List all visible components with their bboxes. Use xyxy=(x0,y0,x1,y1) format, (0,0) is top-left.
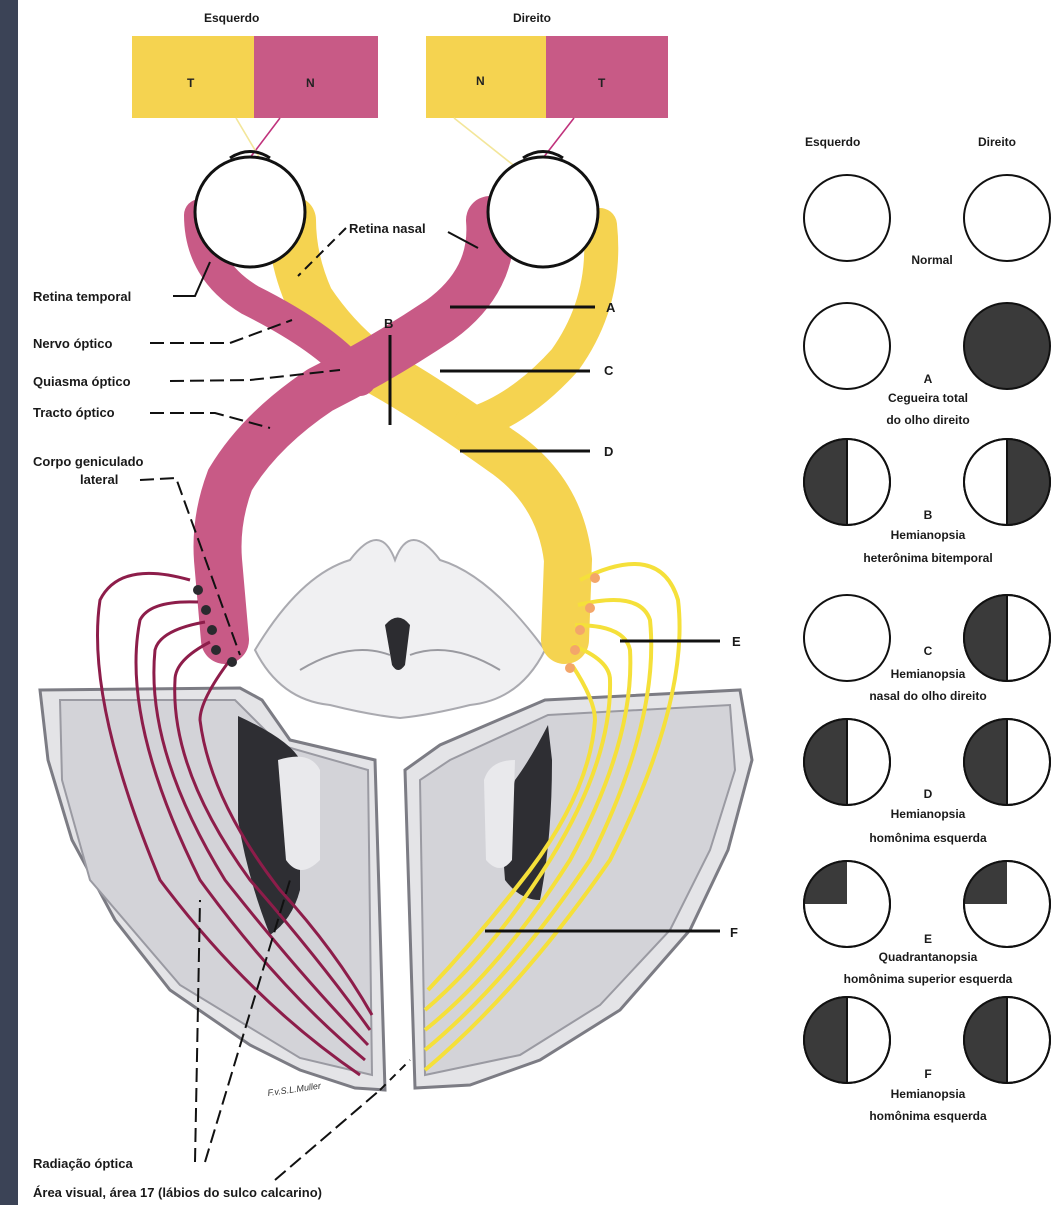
header-left-eye-label: Esquerdo xyxy=(204,11,259,25)
field-left-normal xyxy=(804,175,890,261)
defect-A-line2: do olho direito xyxy=(886,413,969,427)
defect-E-line1: Quadrantanopsia xyxy=(879,950,978,964)
defect-C-letter: C xyxy=(924,644,933,658)
left-visual-field-box: T N xyxy=(132,36,378,118)
defect-B-line1: Hemianopsia xyxy=(891,528,966,542)
defect-D-line1: Hemianopsia xyxy=(891,807,966,821)
defect-C-line2: nasal do olho direito xyxy=(869,689,986,703)
defect-row-normal: Normal xyxy=(804,175,1050,267)
defect-E-line2: homônima superior esquerda xyxy=(844,972,1013,986)
lesion-label-F: F xyxy=(730,925,738,940)
lgn-label-line1: Corpo geniculado xyxy=(33,454,144,469)
header-right-eye-label: Direito xyxy=(513,11,551,25)
left-eyeball xyxy=(195,152,305,268)
defect-F-line2: homônima esquerda xyxy=(869,1109,987,1123)
defect-row-F: F Hemianopsia homônima esquerda xyxy=(804,997,1050,1123)
defect-A-letter: A xyxy=(924,372,933,386)
field-right-A xyxy=(964,303,1050,389)
right-box-temporal-label: T xyxy=(598,76,606,90)
defect-F-letter: F xyxy=(924,1067,931,1081)
right-eyeball xyxy=(488,152,598,268)
defect-row-E: E Quadrantanopsia homônima superior esqu… xyxy=(804,861,1050,986)
optic-chiasm-label: Quiasma óptico xyxy=(33,374,131,389)
defect-row-C: C Hemianopsia nasal do olho direito xyxy=(804,595,1050,703)
occipital-cortex-right xyxy=(405,690,752,1088)
defect-A-line1: Cegueira total xyxy=(888,391,968,405)
defect-D-line2: homônima esquerda xyxy=(869,831,987,845)
defect-D-letter: D xyxy=(924,787,933,801)
defect-E-letter: E xyxy=(924,932,932,946)
occipital-cortex-left xyxy=(40,688,385,1090)
defect-F-line1: Hemianopsia xyxy=(891,1087,966,1101)
lesion-label-B: B xyxy=(384,316,393,331)
defect-row-B: B Hemianopsia heterônima bitemporal xyxy=(804,439,1050,565)
field-right-normal xyxy=(964,175,1050,261)
defect-B-letter: B xyxy=(924,508,933,522)
field-left-C xyxy=(804,595,890,681)
lesion-label-E: E xyxy=(732,634,741,649)
midbrain xyxy=(255,540,545,718)
retina-nasal-label: Retina nasal xyxy=(349,221,426,236)
visual-area-label: Área visual, área 17 (lábios do sulco ca… xyxy=(33,1185,322,1200)
lgn-label-line2: lateral xyxy=(80,472,118,487)
lesion-label-D: D xyxy=(604,444,613,459)
visual-pathway-diagram: Esquerdo Direito T N N T xyxy=(18,0,1053,1205)
lesion-label-A: A xyxy=(606,300,616,315)
field-left-A xyxy=(804,303,890,389)
right-visual-field-box: N T xyxy=(426,36,668,118)
lesion-label-C: C xyxy=(604,363,614,378)
left-dark-margin xyxy=(0,0,18,1205)
left-box-temporal-label: T xyxy=(187,76,195,90)
optic-radiation-label: Radiação óptica xyxy=(33,1156,133,1171)
defect-normal-caption: Normal xyxy=(911,253,952,267)
retina-temporal-label: Retina temporal xyxy=(33,289,131,304)
defect-row-D: D Hemianopsia homônima esquerda xyxy=(804,719,1050,845)
defect-row-A: A Cegueira total do olho direito xyxy=(804,303,1050,427)
defect-C-line1: Hemianopsia xyxy=(891,667,966,681)
artist-signature: F.v.S.L.Muller xyxy=(267,1080,323,1098)
defects-header-right: Direito xyxy=(978,135,1016,149)
optic-nerve-label: Nervo óptico xyxy=(33,336,113,351)
defect-B-line2: heterônima bitemporal xyxy=(863,551,992,565)
optic-tract-label: Tracto óptico xyxy=(33,405,115,420)
defects-header-left: Esquerdo xyxy=(805,135,860,149)
right-box-nasal-label: N xyxy=(476,74,485,88)
left-box-nasal-label: N xyxy=(306,76,315,90)
